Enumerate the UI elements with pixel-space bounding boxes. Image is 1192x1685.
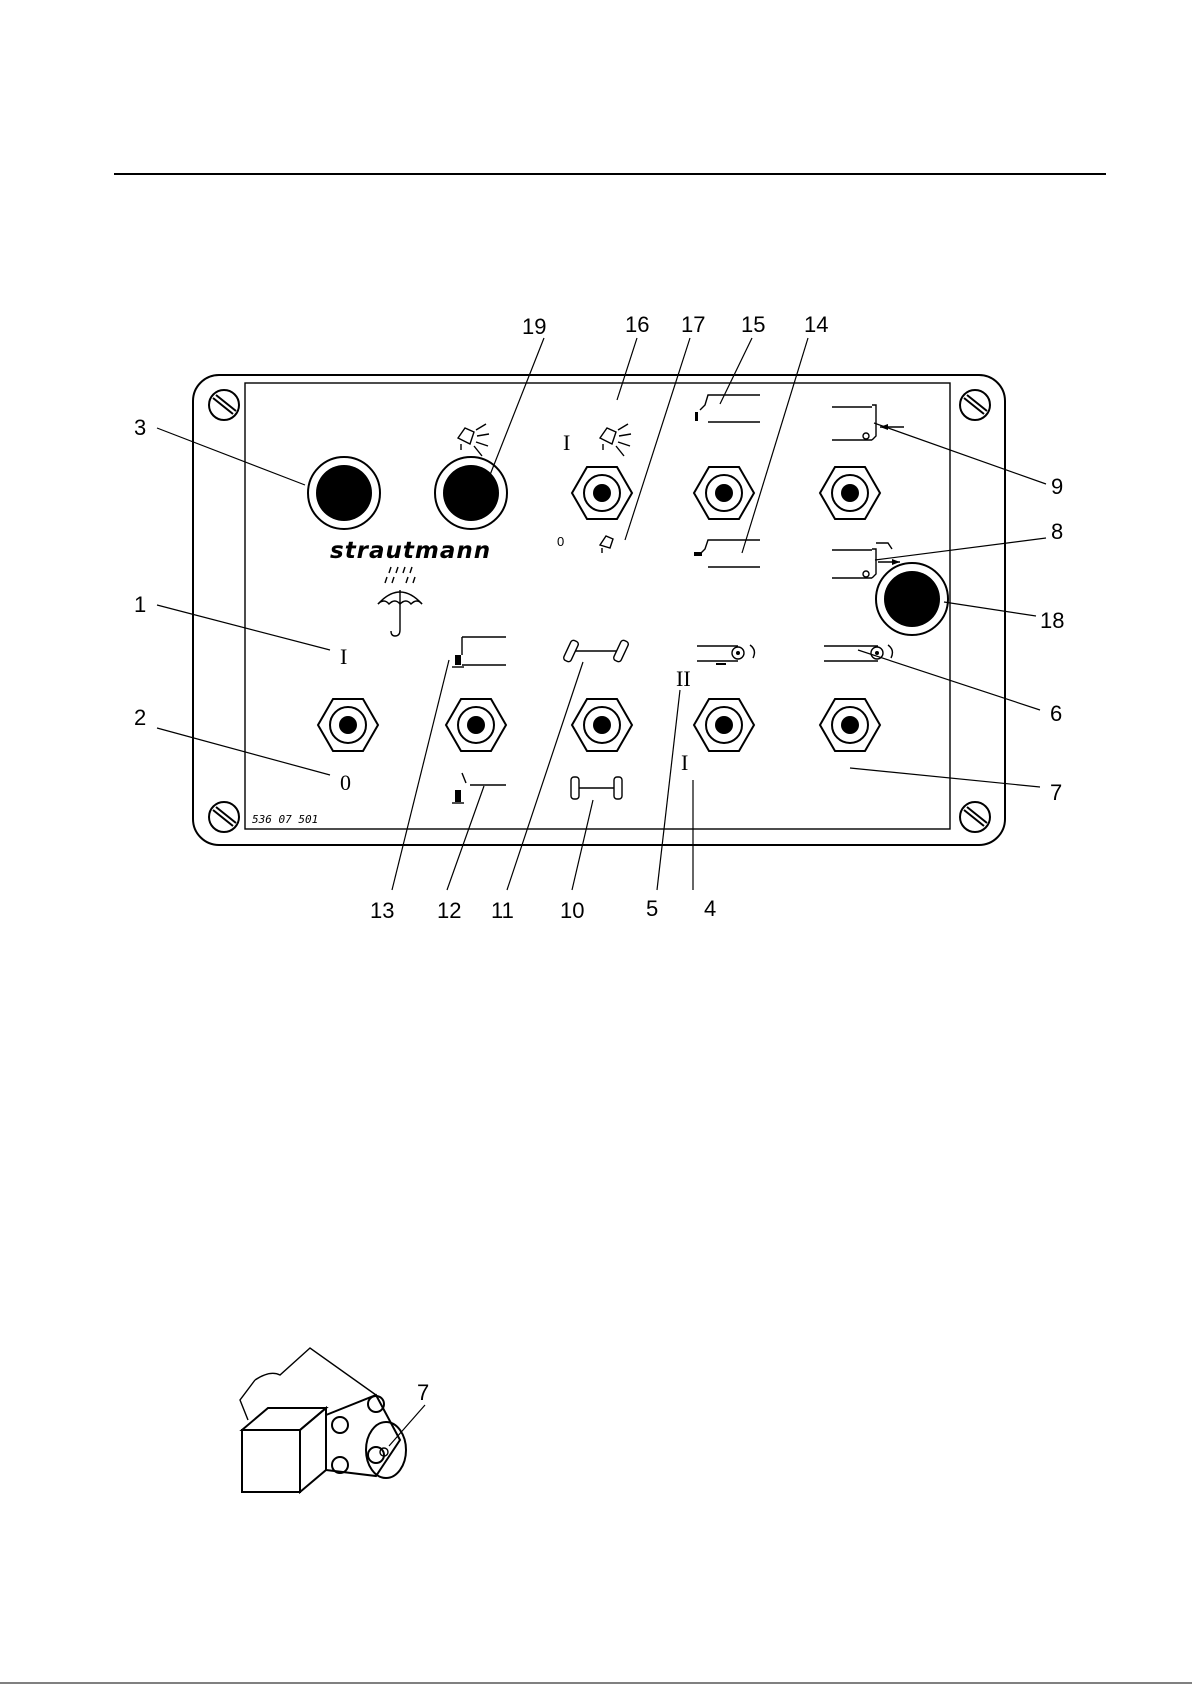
pilot-lamp-3: [308, 457, 380, 529]
part-number: 536 07 501: [252, 813, 318, 826]
conveyor-icon: [697, 645, 754, 664]
detail-callout-7: 7: [417, 1380, 429, 1405]
pilot-lamp-19: [435, 457, 507, 529]
umbrella-rain-icon: [378, 567, 422, 636]
position-0-label: 0: [340, 770, 351, 795]
callout-3: 3: [134, 415, 146, 440]
callout-18: 18: [1040, 608, 1064, 633]
axle-steer-icon: [563, 639, 630, 662]
callout-1: 1: [134, 592, 146, 617]
callout-7: 7: [1050, 780, 1062, 805]
callout-4: 4: [704, 896, 716, 921]
callout-11: 11: [491, 898, 514, 923]
toggle-switch: [318, 699, 378, 751]
valve-detail-illustration: [240, 1348, 425, 1492]
callout-17: 17: [681, 312, 705, 337]
callout-15: 15: [741, 312, 765, 337]
position-I-label: I: [340, 644, 347, 669]
panel-plate: [193, 375, 1005, 845]
callout-6: 6: [1050, 701, 1062, 726]
brand-logo: strautmann: [330, 538, 491, 564]
axle-icon: [571, 777, 622, 799]
callout-19: 19: [522, 314, 546, 339]
callout-10: 10: [560, 898, 584, 923]
spray-light-icon: [600, 424, 631, 456]
position-II-label: II: [676, 666, 691, 691]
callout-14: 14: [804, 312, 828, 337]
tailgate-icon: [832, 543, 900, 578]
toggle-switch: [446, 699, 506, 751]
callout-5: 5: [646, 896, 658, 921]
toggle-switch: [820, 467, 880, 519]
screw-icon: [960, 390, 990, 420]
pilot-lamp-18: [876, 563, 948, 635]
toggle-switch: [572, 699, 632, 751]
spray-light-icon: [458, 424, 489, 456]
toggle-switch: [694, 699, 754, 751]
position-I-label: I: [681, 750, 688, 775]
toggle-switch: [572, 467, 632, 519]
callout-9: 9: [1051, 474, 1063, 499]
hopper-icon: [695, 395, 760, 422]
callout-12: 12: [437, 898, 461, 923]
position-I-label: I: [563, 430, 570, 455]
panel-face: [245, 383, 950, 829]
callout-16: 16: [625, 312, 649, 337]
screw-icon: [960, 802, 990, 832]
callout-2: 2: [134, 705, 146, 730]
hopper-icon: [694, 540, 760, 567]
callout-13: 13: [370, 898, 394, 923]
toggle-switch: [694, 467, 754, 519]
light-off-icon: [600, 536, 613, 553]
support-leg-icon: [452, 637, 506, 667]
screw-icon: [209, 802, 239, 832]
tailgate-icon: [832, 405, 904, 440]
callout-8: 8: [1051, 519, 1063, 544]
toggle-switch: [820, 699, 880, 751]
position-0-label: 0: [557, 534, 564, 549]
screw-icon: [209, 390, 239, 420]
